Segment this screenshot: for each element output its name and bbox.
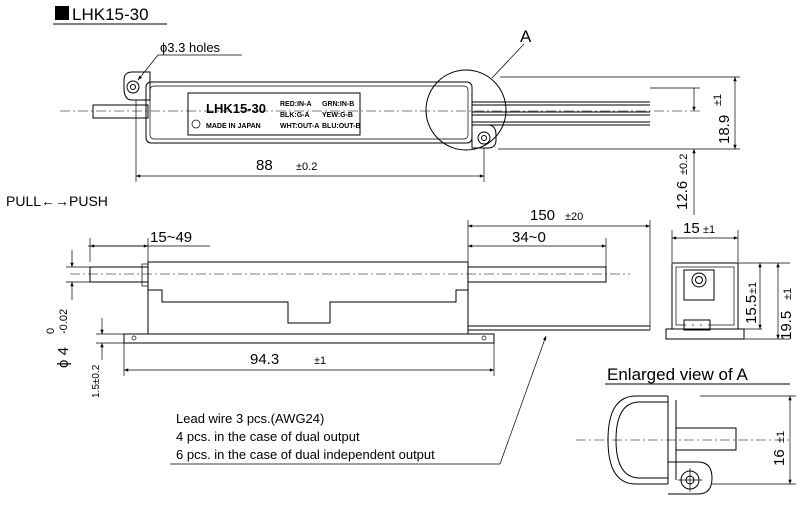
top-view: ϕ3.3 holes LHK15-30 MADE IN JAPAN RED:IN… [60, 27, 740, 215]
dim-width-tol: ±1 [703, 224, 715, 236]
dim-length-tol: ±0.2 [296, 161, 317, 173]
dim-base-tol: ±1 [314, 355, 326, 367]
dim-h2-tol: ±1 [782, 288, 794, 300]
dim-height: 18.9 [716, 115, 733, 144]
label-row-3a: WHT:OUT-A [280, 123, 319, 130]
dim-h1-tol: ±1 [747, 282, 759, 294]
dim-base: 94.3 [250, 351, 279, 368]
dim-offset: 12.6 [674, 181, 691, 210]
dim-dia-tol-lower: -0.02 [58, 309, 70, 334]
label-plate [187, 92, 361, 136]
holes-label: ϕ3.3 holes [160, 40, 221, 55]
mount-hole-left-icon [126, 80, 140, 94]
label-row-3b: BLU:OUT-B [322, 123, 361, 130]
dim-stroke-left: 15~49 [150, 229, 192, 246]
enlarged-dim-tol: ±1 [775, 431, 787, 443]
dim-width: 15 [683, 220, 700, 237]
end-view: 15 ±1 15.5 ±1 19.5 ±1 [665, 220, 795, 340]
shaft-side-right [467, 266, 607, 283]
note-line-3: 6 pcs. in the case of dual independent o… [176, 447, 435, 462]
shaft-side-left [89, 266, 149, 283]
dim-dia-tol-upper: 0 [45, 328, 57, 334]
label-made: MADE IN JAPAN [206, 123, 261, 130]
dim-lead: 150 [530, 207, 555, 224]
dim-length: 88 [256, 157, 273, 174]
label-row-1b: GRN:IN-B [322, 101, 354, 108]
end-body [671, 262, 739, 330]
enlarged-wire [675, 427, 737, 451]
dim-stroke-right: 34~0 [512, 229, 546, 246]
side-view: 15~49 150 ±20 34~0 ϕ 4 0 -0.02 1.5±0.2 9… [45, 207, 651, 398]
dim-lead-tol: ±20 [565, 211, 583, 223]
enlarged-dim: 16 [771, 449, 788, 466]
lead-wire-notes: Lead wire 3 pcs.(AWG24) 4 pcs. in the ca… [170, 335, 547, 465]
logo-icon [191, 119, 201, 129]
base-flange [123, 333, 495, 344]
note-line-1: Lead wire 3 pcs.(AWG24) [176, 411, 324, 426]
shaft-top [92, 104, 149, 119]
label-model: LHK15-30 [206, 101, 266, 116]
detail-callout-a: A [520, 27, 532, 46]
enlarged-tab [668, 461, 713, 495]
detail-circle-a [425, 69, 507, 151]
mount-hole-right-icon [477, 131, 491, 145]
pull-push-label: PULL←→PUSH [6, 193, 108, 209]
dim-flange: 1.5±0.2 [91, 364, 102, 398]
label-row-2b: YEW:G-B [322, 112, 353, 119]
dim-h2: 19.5 [778, 311, 795, 340]
label-row-1a: RED:IN-A [280, 101, 312, 108]
dim-h1: 15.5 [743, 295, 760, 324]
dim-dia: ϕ 4 [55, 347, 72, 368]
enlarged-view: Enlarged view of A 16 ±1 [576, 365, 796, 495]
dim-height-tol: ±1 [712, 94, 724, 106]
dim-offset-tol: ±0.2 [678, 154, 690, 175]
end-shaft-icon [691, 272, 707, 288]
enlarged-title: Enlarged view of A [607, 365, 748, 384]
end-base [665, 328, 745, 340]
title-square-icon [55, 6, 69, 20]
mounting-tab-right [471, 124, 497, 149]
drawing-title: LHK15-30 [72, 5, 149, 24]
note-line-2: 4 pcs. in the case of dual output [176, 429, 360, 444]
label-row-2a: BLK:G-A [280, 112, 310, 119]
